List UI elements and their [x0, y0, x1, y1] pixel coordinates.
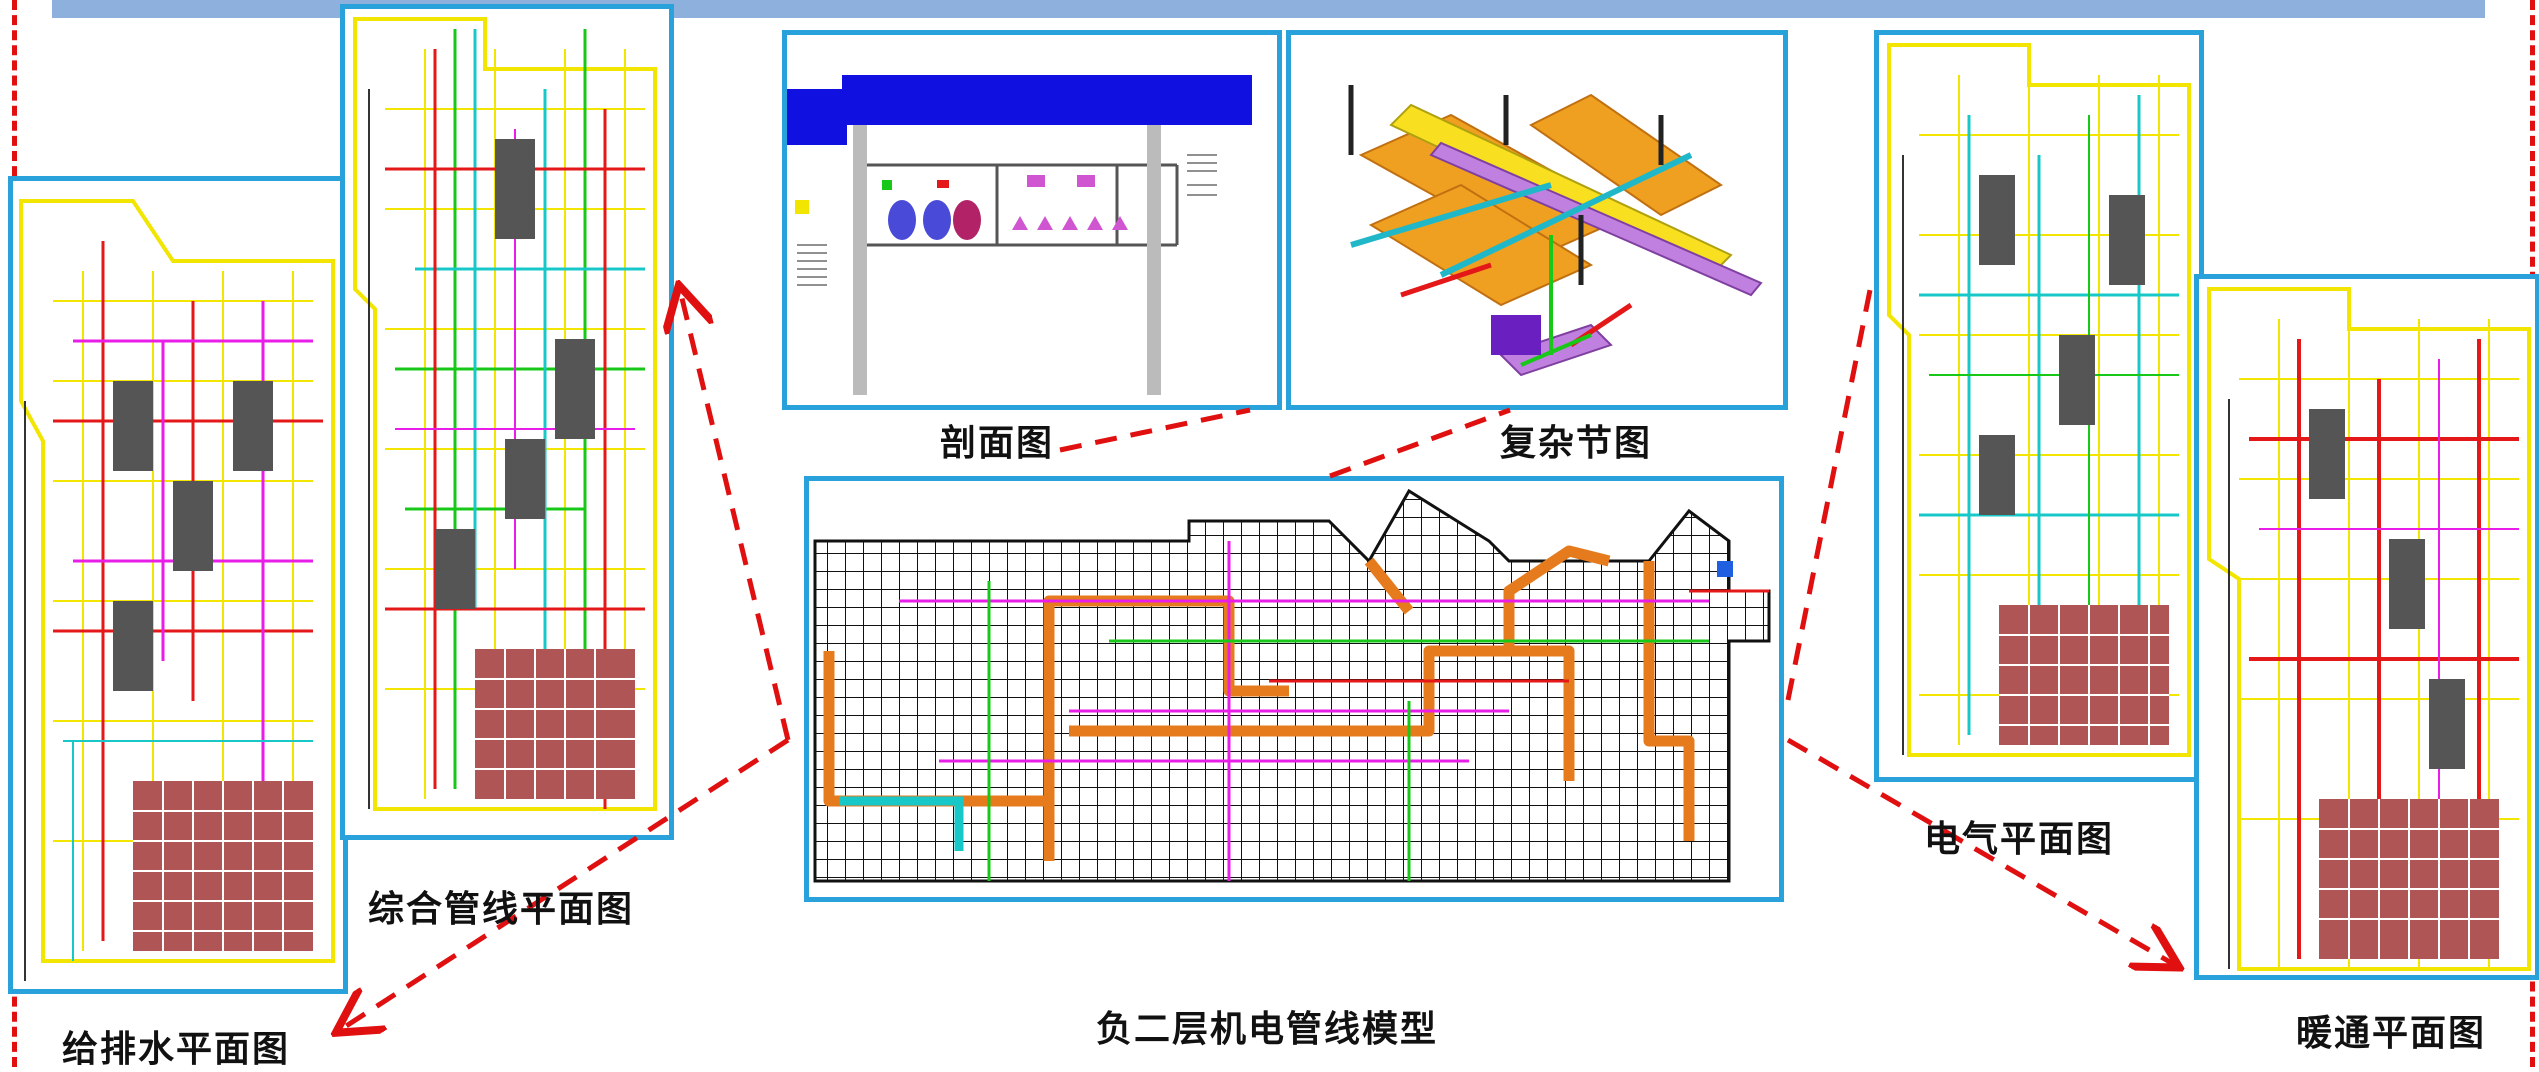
integrated-pipeline-plan-label: 综合管线平面图	[368, 888, 635, 930]
b2-model-label: 负二层机电管线模型	[1096, 1008, 1439, 1050]
hvac-plan-label: 暖通平面图	[2296, 1012, 2487, 1054]
electrical-plan-panel	[1874, 30, 2204, 782]
water-plan-panel	[8, 176, 348, 994]
integrated-pipeline-drawing	[345, 9, 669, 835]
arrow-to-electrical-plan	[1785, 279, 1875, 701]
arrow-to-section	[1059, 407, 1251, 453]
hvac-plan-drawing	[2199, 279, 2535, 975]
water-plan-label: 给排水平面图	[62, 1028, 291, 1070]
b2-model-drawing	[809, 481, 1779, 897]
arrow-to-complex-node	[1329, 407, 1511, 479]
electrical-plan-label: 电气平面图	[1924, 818, 2115, 860]
complex-node-drawing	[1291, 35, 1783, 405]
b2-model-panel	[804, 476, 1784, 902]
section-drawing	[787, 35, 1277, 405]
electrical-plan-drawing	[1879, 35, 2199, 777]
hvac-plan-panel	[2194, 274, 2539, 980]
section-panel	[782, 30, 1282, 410]
complex-node-panel	[1286, 30, 1788, 410]
complex-node-label: 复杂节图	[1500, 422, 1653, 464]
integrated-pipeline-plan-panel	[340, 4, 674, 840]
section-label: 剖面图	[940, 422, 1055, 464]
arrow-to-integrated-plan	[680, 290, 791, 741]
water-plan-drawing	[13, 181, 343, 989]
